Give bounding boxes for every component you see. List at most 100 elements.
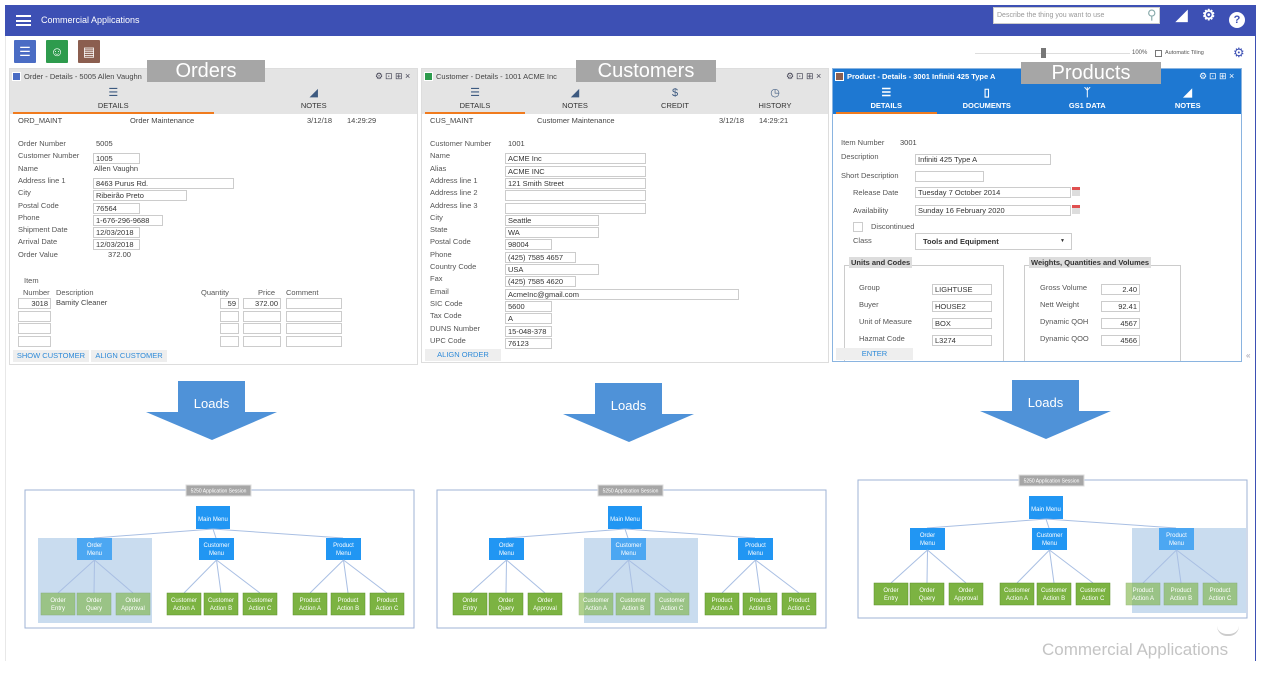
class-selected-value: Tools and Equipment xyxy=(923,237,999,246)
workspace-settings-icon[interactable]: ⚙ xyxy=(1233,45,1245,60)
field-input[interactable] xyxy=(505,202,646,214)
zoom-slider-thumb[interactable] xyxy=(1041,48,1046,58)
field-input[interactable]: 2.40 xyxy=(1101,284,1140,295)
customers-launcher[interactable]: ☺ xyxy=(46,40,68,63)
calendar-icon[interactable] xyxy=(1072,205,1080,214)
restore-icon[interactable]: ⊡ xyxy=(385,71,393,81)
tab-details[interactable]: ☰DETAILS xyxy=(836,84,937,114)
zoom-slider-track[interactable] xyxy=(975,53,1130,54)
products-launcher[interactable]: ▤ xyxy=(78,40,100,63)
item-number-input[interactable] xyxy=(18,335,51,347)
field-input[interactable]: (425) 7585 4620 xyxy=(505,276,576,288)
field-input[interactable]: ACME Inc xyxy=(505,153,646,165)
field-input[interactable]: L3274 xyxy=(932,335,992,346)
item-number-input[interactable] xyxy=(18,323,51,334)
class-select[interactable]: Tools and Equipment▼ xyxy=(915,233,1072,250)
price-input[interactable] xyxy=(243,323,281,334)
tab-history[interactable]: ◷HISTORY xyxy=(725,84,825,114)
comment-input[interactable] xyxy=(286,323,342,334)
settings-gear-icon[interactable]: ⚙ xyxy=(1199,71,1208,81)
field-input[interactable]: (425) 7585 4657 xyxy=(505,251,576,263)
orders-launcher[interactable]: ☰ xyxy=(14,40,36,63)
item-number-input[interactable] xyxy=(18,310,51,322)
field-input[interactable]: 5600 xyxy=(505,300,552,312)
field-input[interactable] xyxy=(505,190,646,202)
field-input[interactable]: 1005 xyxy=(93,153,140,165)
close-icon[interactable]: × xyxy=(816,71,822,81)
field-input[interactable]: 98004 xyxy=(505,239,552,251)
tab-credit[interactable]: $CREDIT xyxy=(625,84,725,114)
field-input[interactable]: HOUSE2 xyxy=(932,301,992,312)
enter-button[interactable]: ENTER xyxy=(836,348,913,360)
search-icon[interactable]: ⚲ xyxy=(1147,7,1157,22)
field-input[interactable]: 76123 xyxy=(505,337,552,349)
close-icon[interactable]: × xyxy=(1229,71,1235,81)
field-input[interactable]: A xyxy=(505,313,552,325)
close-icon[interactable]: × xyxy=(405,71,411,81)
align-order-button[interactable]: ALIGN ORDER xyxy=(425,349,501,361)
settings-gear-icon[interactable]: ⚙ xyxy=(1202,7,1216,24)
availability-input[interactable]: Sunday 16 February 2020 xyxy=(915,205,1071,216)
description-input[interactable]: Infiniti 425 Type A xyxy=(915,154,1051,165)
collapse-panel-icon[interactable]: « xyxy=(1246,351,1251,360)
short-description-input[interactable] xyxy=(915,171,984,182)
comment-input[interactable] xyxy=(286,310,342,322)
calendar-icon[interactable] xyxy=(1072,187,1080,196)
field-input[interactable]: Ribeirão Preto xyxy=(93,190,187,202)
quantity-input[interactable] xyxy=(220,323,239,334)
quantity-input[interactable]: 59 xyxy=(220,298,239,309)
restore-icon[interactable]: ⊡ xyxy=(796,71,804,81)
field-input[interactable]: USA xyxy=(505,264,599,275)
field-input[interactable]: 92.41 xyxy=(1101,301,1140,312)
comment-input[interactable] xyxy=(286,298,342,309)
auto-tiling-checkbox[interactable] xyxy=(1155,50,1162,57)
settings-gear-icon[interactable]: ⚙ xyxy=(786,71,795,81)
field-input[interactable]: AcmeInc@gmail.com xyxy=(505,288,739,300)
quantity-input[interactable] xyxy=(220,310,239,322)
maximize-icon[interactable]: ⊞ xyxy=(806,71,814,81)
tab-notes[interactable]: ◢NOTES xyxy=(1138,84,1239,114)
price-input[interactable] xyxy=(243,335,281,347)
field-input[interactable]: ACME INC xyxy=(505,165,646,177)
field-input[interactable]: LIGHTUSE xyxy=(932,284,992,295)
maximize-icon[interactable]: ⊞ xyxy=(395,71,403,81)
customers-panel: Customer - Details - 1001 ACME Inc CUS_M… xyxy=(421,68,829,363)
show-customer-button[interactable]: SHOW CUSTOMER xyxy=(13,350,89,362)
field-input[interactable]: 12/03/2018 xyxy=(93,227,140,239)
hamburger-menu-icon[interactable] xyxy=(16,15,31,26)
field-input[interactable]: 15-048-378 xyxy=(505,325,552,337)
item-number-input[interactable]: 3018 xyxy=(18,298,51,309)
field-input[interactable]: 76564 xyxy=(93,202,140,214)
field-input[interactable]: 121 Smith Street xyxy=(505,177,646,189)
discontinued-checkbox[interactable] xyxy=(853,222,863,232)
price-input[interactable] xyxy=(243,310,281,322)
tab-notes[interactable]: ◢NOTES xyxy=(525,84,625,114)
field-input[interactable]: Seattle xyxy=(505,214,599,226)
connector-line xyxy=(1176,549,1221,584)
field-input[interactable]: 8463 Purus Rd. xyxy=(93,177,234,189)
tab-details[interactable]: ☰DETAILS xyxy=(425,84,525,114)
comment-input[interactable] xyxy=(286,335,342,347)
field-input[interactable]: WA xyxy=(505,227,599,239)
settings-gear-icon[interactable]: ⚙ xyxy=(375,71,384,81)
field-input[interactable]: 4567 xyxy=(1101,318,1140,329)
restore-icon[interactable]: ⊡ xyxy=(1209,71,1217,81)
quantity-input[interactable] xyxy=(220,335,239,347)
tiles-icon[interactable]: ◢ xyxy=(1176,7,1188,24)
field-input[interactable]: 12/03/2018 xyxy=(93,239,140,251)
help-icon[interactable]: ? xyxy=(1229,12,1245,28)
maximize-icon[interactable]: ⊞ xyxy=(1219,71,1227,81)
field-input[interactable]: BOX xyxy=(932,318,992,329)
field-input[interactable]: 1-676-296-9688 xyxy=(93,214,163,226)
field-input[interactable]: 4566 xyxy=(1101,335,1140,346)
align-customer-button[interactable]: ALIGN CUSTOMER xyxy=(91,350,167,362)
search-input[interactable]: Describe the thing you want to use xyxy=(993,7,1160,24)
price-input[interactable]: 372.00 xyxy=(243,298,281,309)
tab-details[interactable]: ☰DETAILS xyxy=(13,84,214,114)
release-date-input[interactable]: Tuesday 7 October 2014 xyxy=(915,187,1071,198)
tab-notes[interactable]: ◢NOTES xyxy=(214,84,415,114)
tab-documents[interactable]: ▯DOCUMENTS xyxy=(937,84,1038,114)
